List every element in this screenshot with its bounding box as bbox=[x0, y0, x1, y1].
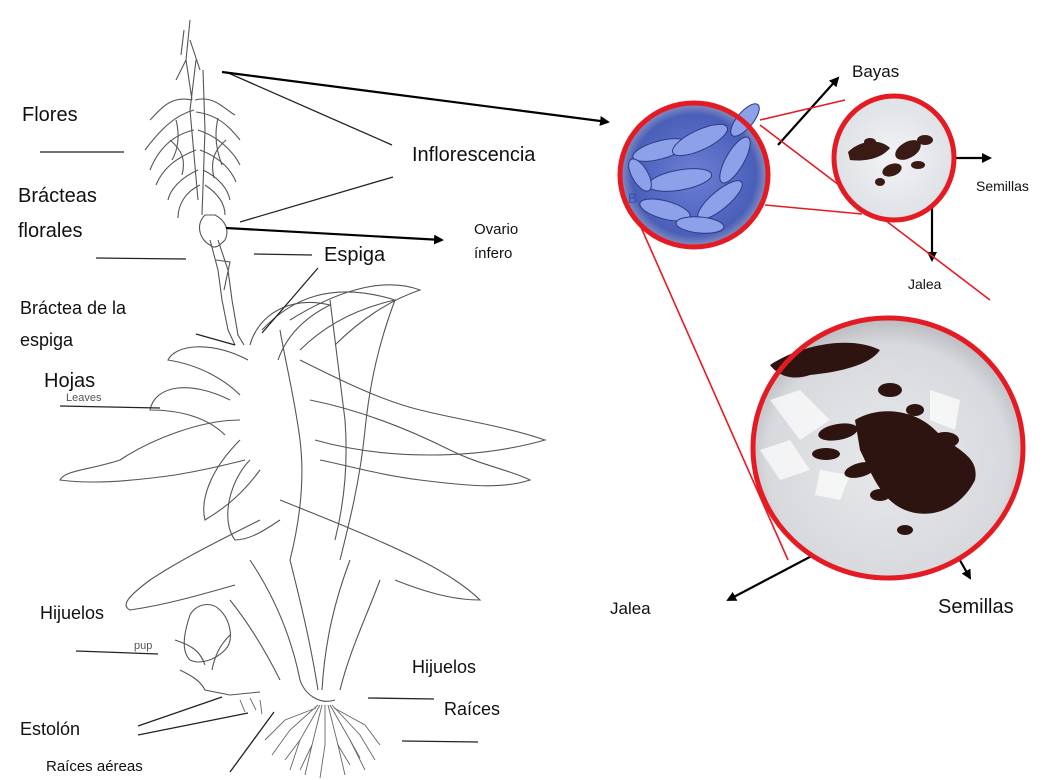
residual-text-berry-fragment: B bbox=[628, 190, 637, 206]
pup-drawing bbox=[175, 605, 260, 695]
label-jalea-small: Jalea bbox=[908, 276, 941, 292]
label-ovario-line2: ínfero bbox=[474, 245, 512, 262]
label-semillas-small: Semillas bbox=[976, 178, 1029, 194]
residual-text-leaves: Leaves bbox=[66, 392, 101, 404]
label-hijuelos-left: Hijuelos bbox=[40, 603, 104, 624]
label-hojas: Hojas bbox=[44, 370, 95, 393]
label-hijuelos-right: Hijuelos bbox=[412, 657, 476, 678]
seeds-small-photo bbox=[834, 96, 954, 220]
label-bractea-espiga-line1: Bráctea de la bbox=[20, 298, 126, 319]
arrow-to-berries bbox=[222, 72, 608, 122]
label-bractea-espiga-line2: espiga bbox=[20, 330, 73, 351]
arrow-to-ovary bbox=[226, 228, 442, 240]
label-estolon: Estolón bbox=[20, 719, 80, 740]
roots-drawing bbox=[240, 698, 380, 778]
leaves-drawing bbox=[60, 285, 545, 701]
label-espiga: Espiga bbox=[324, 244, 385, 267]
label-semillas-large: Semillas bbox=[938, 596, 1014, 619]
seeds-large-photo bbox=[753, 318, 1023, 578]
label-flores: Flores bbox=[22, 104, 78, 127]
residual-text-pup: pup bbox=[134, 640, 152, 652]
label-raices-aereas: Raíces aéreas bbox=[46, 758, 143, 775]
label-ovario-line1: Ovario bbox=[474, 221, 518, 238]
berries-photo bbox=[620, 100, 768, 247]
label-jalea-large: Jalea bbox=[610, 599, 651, 619]
label-raices: Raíces bbox=[444, 699, 500, 720]
label-bracteas-florales-line2: florales bbox=[18, 220, 82, 243]
label-inflorescencia: Inflorescencia bbox=[412, 144, 535, 167]
label-bayas: Bayas bbox=[852, 62, 899, 82]
inflorescence-drawing bbox=[145, 20, 244, 345]
arrow-to-bayas-label bbox=[778, 78, 838, 145]
label-bracteas-florales-line1: Brácteas bbox=[18, 185, 97, 208]
